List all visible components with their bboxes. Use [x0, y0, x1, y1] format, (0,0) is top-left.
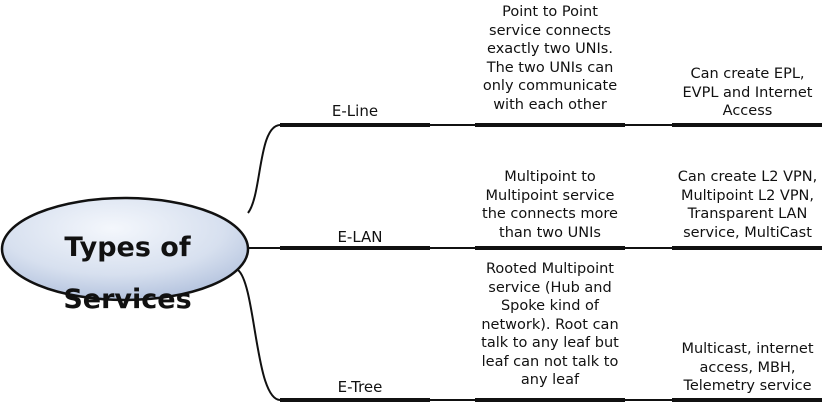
branch-description-e-lan: Multipoint to Multipoint service the con… — [482, 169, 618, 241]
branch-detail-e-lan: Can create L2 VPN, Multipoint L2 VPN, Tr… — [677, 169, 818, 241]
root-node — [0, 196, 250, 302]
branch-name-e-line: E-Line — [331, 102, 379, 120]
connector-e-line — [247, 124, 281, 214]
branch-name-e-lan: E-LAN — [337, 228, 383, 246]
branch-detail-e-line: Can create EPL, EVPL and Internet Access — [682, 66, 813, 119]
branch-detail-e-tree: Multicast, internet access, MBH, Telemet… — [681, 341, 814, 394]
connector-e-tree — [237, 269, 281, 401]
branch-name-e-tree: E-Tree — [337, 378, 383, 396]
root-title: Types of Services — [63, 232, 192, 315]
branch-description-e-tree: Rooted Multipoint service (Hub and Spoke… — [481, 261, 619, 388]
branch-description-e-line: Point to Point service connects exactly … — [482, 4, 618, 113]
